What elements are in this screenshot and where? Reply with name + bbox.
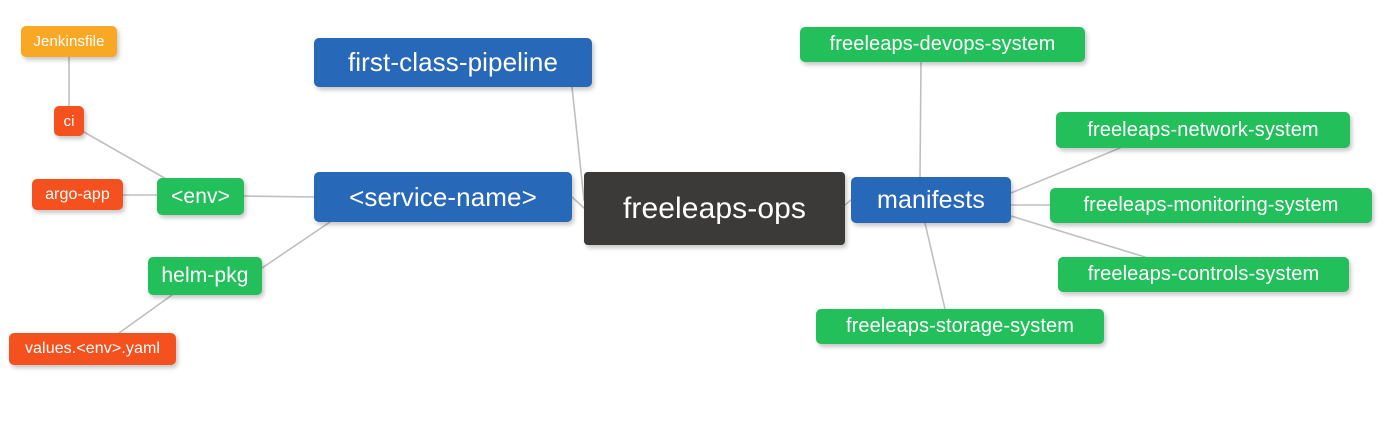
node-label: ci — [63, 112, 75, 130]
node-label: freeleaps-ops — [622, 191, 807, 225]
node-first-class-pipeline[interactable]: first-class-pipeline — [314, 38, 592, 87]
node-freeleaps-controls-system[interactable]: freeleaps-controls-system — [1058, 257, 1349, 292]
edge-helm-pkg-to-values-yaml — [118, 294, 173, 334]
node-values-yaml[interactable]: values.<env>.yaml — [9, 333, 176, 365]
node-freeleaps-devops-system[interactable]: freeleaps-devops-system — [800, 27, 1085, 62]
edge-root-to-first-class-pipeline — [571, 86, 585, 201]
node-manifests[interactable]: manifests — [851, 177, 1011, 223]
edge-env-to-ci — [83, 131, 169, 181]
node-freeleaps-network-system[interactable]: freeleaps-network-system — [1056, 112, 1350, 148]
edge-manifests-to-freeleaps-controls-system — [1010, 215, 1146, 258]
edge-manifests-to-freeleaps-network-system — [1010, 147, 1121, 194]
node-label: manifests — [877, 185, 985, 214]
node-env[interactable]: <env> — [157, 178, 244, 215]
edge-service-name-to-helm-pkg — [261, 221, 331, 269]
node-label: freeleaps-controls-system — [1087, 263, 1320, 285]
edge-root-to-service-name — [571, 196, 585, 209]
node-argo-app[interactable]: argo-app — [32, 179, 123, 210]
node-root[interactable]: freeleaps-ops — [584, 172, 845, 245]
node-label: argo-app — [45, 185, 110, 203]
edge-manifests-to-freeleaps-storage-system — [924, 222, 946, 310]
node-freeleaps-storage-system[interactable]: freeleaps-storage-system — [816, 309, 1104, 344]
node-jenkinsfile[interactable]: Jenkinsfile — [21, 26, 117, 57]
node-label: <env> — [171, 184, 230, 208]
node-label: <service-name> — [349, 181, 537, 212]
node-label: freeleaps-network-system — [1087, 118, 1319, 141]
node-label: freeleaps-monitoring-system — [1083, 194, 1339, 216]
node-label: values.<env>.yaml — [24, 340, 161, 357]
edge-root-to-manifests — [844, 199, 852, 206]
node-label: freeleaps-storage-system — [845, 315, 1075, 337]
node-helm-pkg[interactable]: helm-pkg — [148, 257, 262, 295]
node-label: freeleaps-devops-system — [829, 33, 1056, 55]
node-service-name[interactable]: <service-name> — [314, 172, 572, 222]
node-ci[interactable]: ci — [54, 106, 84, 136]
node-label: helm-pkg — [161, 264, 249, 287]
edge-service-name-to-env — [243, 195, 315, 198]
node-freeleaps-monitoring-system[interactable]: freeleaps-monitoring-system — [1050, 188, 1372, 223]
node-label: first-class-pipeline — [347, 47, 559, 77]
node-label: Jenkinsfile — [33, 33, 105, 50]
edge-manifests-to-freeleaps-devops-system — [919, 61, 922, 178]
